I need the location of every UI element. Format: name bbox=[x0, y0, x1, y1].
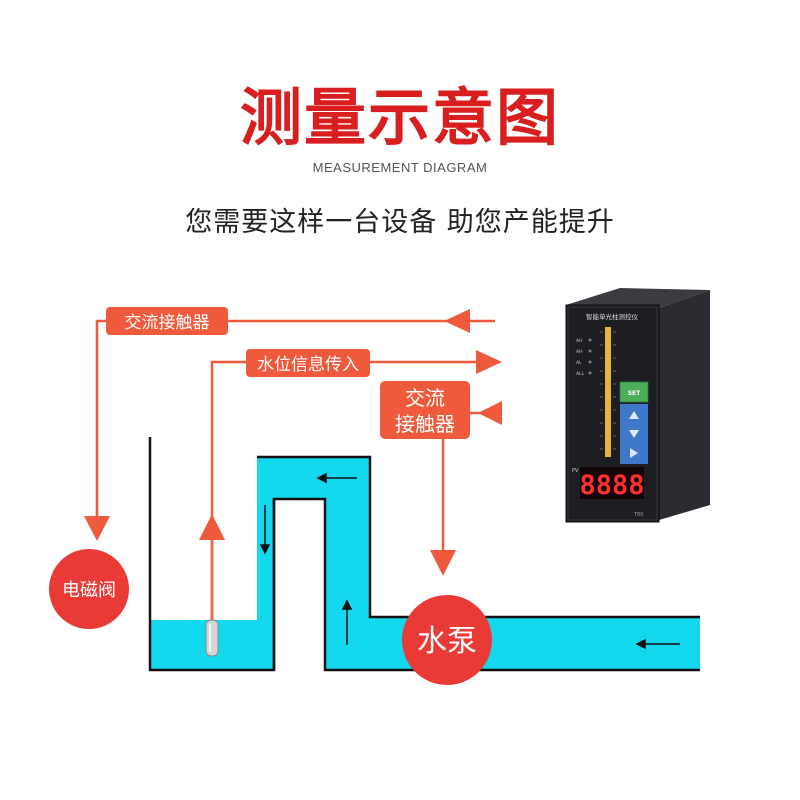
set-button[interactable] bbox=[619, 381, 649, 403]
set-button-label: SET bbox=[628, 390, 641, 397]
water-pump bbox=[402, 595, 492, 685]
display-digits: 8888 bbox=[579, 470, 644, 501]
pv-label: PV bbox=[572, 468, 579, 474]
indicator-label: AH bbox=[576, 338, 582, 344]
contactor-mid-label-line2: 接触器 bbox=[395, 412, 455, 436]
tank-riser-water bbox=[257, 457, 274, 670]
water-pump-label: 水泵 bbox=[417, 624, 477, 659]
water-level-label-box bbox=[246, 349, 370, 377]
signal-line-level bbox=[210, 360, 485, 530]
solenoid-valve-label: 电磁阀 bbox=[62, 580, 116, 601]
signal-line-valve bbox=[95, 319, 495, 525]
contactor-mid-label-line1: 交流 bbox=[405, 386, 445, 410]
display-window bbox=[580, 467, 644, 499]
indicator-label: ALL bbox=[576, 371, 585, 377]
solenoid-valve bbox=[49, 549, 129, 629]
device-name: 智能单光柱测控仪 bbox=[586, 312, 639, 321]
bargraph-fill bbox=[605, 327, 611, 457]
water-level-label: 水位信息传入 bbox=[257, 355, 359, 375]
level-probe bbox=[205, 540, 219, 657]
arrow-to-pump bbox=[430, 550, 456, 576]
up-button-icon[interactable] bbox=[629, 411, 639, 419]
tagline: 您需要这样一台设备 助您产能提升 bbox=[185, 207, 615, 238]
arrow-into-top-line bbox=[444, 309, 470, 333]
level-controller-device: 智能单光柱测控仪 AH AH AL ALL SET bbox=[565, 288, 710, 523]
indicator-label: AH bbox=[576, 349, 582, 355]
indicator-label: AL bbox=[576, 360, 582, 366]
flow-arrow-left bbox=[635, 638, 680, 650]
contactor-top-label-box bbox=[106, 307, 228, 335]
device-model: T80 bbox=[633, 512, 643, 518]
page-subtitle: MEASUREMENT DIAGRAM bbox=[312, 160, 488, 175]
page-title: 测量示意图 bbox=[239, 81, 560, 154]
flow-arrow-top bbox=[316, 472, 357, 484]
right-button-icon[interactable] bbox=[630, 448, 638, 458]
pipe-outer-outline bbox=[257, 455, 700, 619]
arrow-to-device bbox=[476, 350, 502, 374]
arrow-to-valve bbox=[84, 516, 110, 541]
contactor-mid-label-box bbox=[380, 381, 470, 439]
flow-arrow-up bbox=[341, 599, 353, 645]
arrow-into-mid-line bbox=[478, 401, 502, 425]
down-button-icon[interactable] bbox=[629, 430, 639, 438]
arrow-probe-up bbox=[199, 514, 225, 540]
contactor-top-label: 交流接触器 bbox=[125, 313, 210, 333]
flow-arrow-down bbox=[259, 505, 271, 555]
